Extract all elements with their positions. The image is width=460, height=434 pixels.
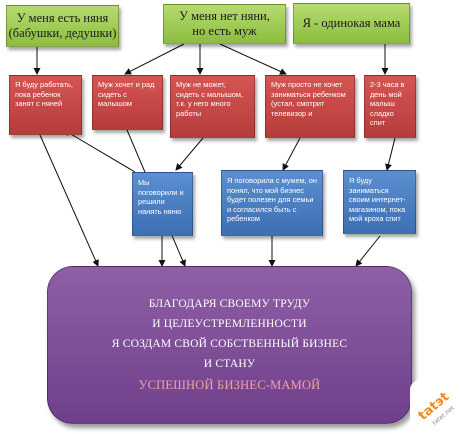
goal-line-3: Я СОЗДАМ СВОЙ СОБСТВЕННЫЙ БИЗНЕС [111, 337, 348, 350]
top-box-single-mom: Я - одинокая мама [293, 3, 410, 44]
goal-line-2: И ЦЕЛЕУСТРЕМЛЕННОСТИ [152, 317, 307, 330]
arrow-sleeps-to-internet [385, 137, 396, 171]
arrow-work-to-goal [39, 134, 99, 267]
arrow-cannot-to-hire [175, 137, 204, 171]
top-box-single-mom-line1: Я - одинокая мама [302, 16, 401, 30]
goal-line-1: БЛАГОДАРЯ СВОЕМУ ТРУДУ [148, 297, 311, 310]
solution-box-hire-nanny: Мы поговорили и решили нанять няню [132, 172, 193, 236]
goal-box: БЛАГОДАРЯ СВОЕМУ ТРУДУ И ЦЕЛЕУСТРЕМЛЕННО… [47, 266, 412, 424]
goal-line-5: УСПЕШНОЙ БИЗНЕС-МАМОЙ [138, 377, 321, 392]
solution-box-internet-shop: Я буду заниматься своим интернет-магазин… [343, 170, 416, 234]
top-box-no-nanny-line2: но есть муж [192, 24, 257, 38]
arrow-internet-to-goal [355, 235, 381, 267]
top-box-has-nanny-line2: (бабушки, дедушки) [8, 26, 117, 40]
arrow-notwant-to-talked [282, 137, 301, 171]
problem-box-work-with-nanny: Я буду работать, пока ребенок занят с ня… [9, 75, 82, 135]
tatet-logo: tatэt tatet.net [410, 380, 458, 432]
problem-box-husband-wants: Муж хочет и рад сидеть с малышом [92, 75, 163, 130]
goal-line-4: И СТАНУ [203, 357, 256, 370]
top-box-no-nanny-husband: У меня нет няни, но есть муж [163, 4, 286, 44]
problem-box-husband-cannot: Муж не может, сидеть с малышом, т.к. у н… [170, 75, 255, 138]
top-box-has-nanny: У меня есть няня (бабушки, дедушки) [6, 5, 119, 47]
arrow-husband-to-notwant [219, 43, 287, 75]
problem-box-husband-not-want: Муж просто не хочет заниматься ребенком … [265, 75, 355, 138]
problem-box-baby-sleeps: 2-3 часа в день мой малыш сладко спит [364, 75, 416, 138]
top-box-no-nanny-line1: У меня нет няни, [179, 9, 270, 23]
arrow-hire-to-work [63, 129, 136, 173]
arrow-husband-to-wants [124, 43, 185, 75]
solution-box-talked-husband: Я поговорила с мужем, он понял, что мой … [221, 170, 323, 236]
top-box-has-nanny-line1: У меня есть няня [16, 11, 109, 25]
